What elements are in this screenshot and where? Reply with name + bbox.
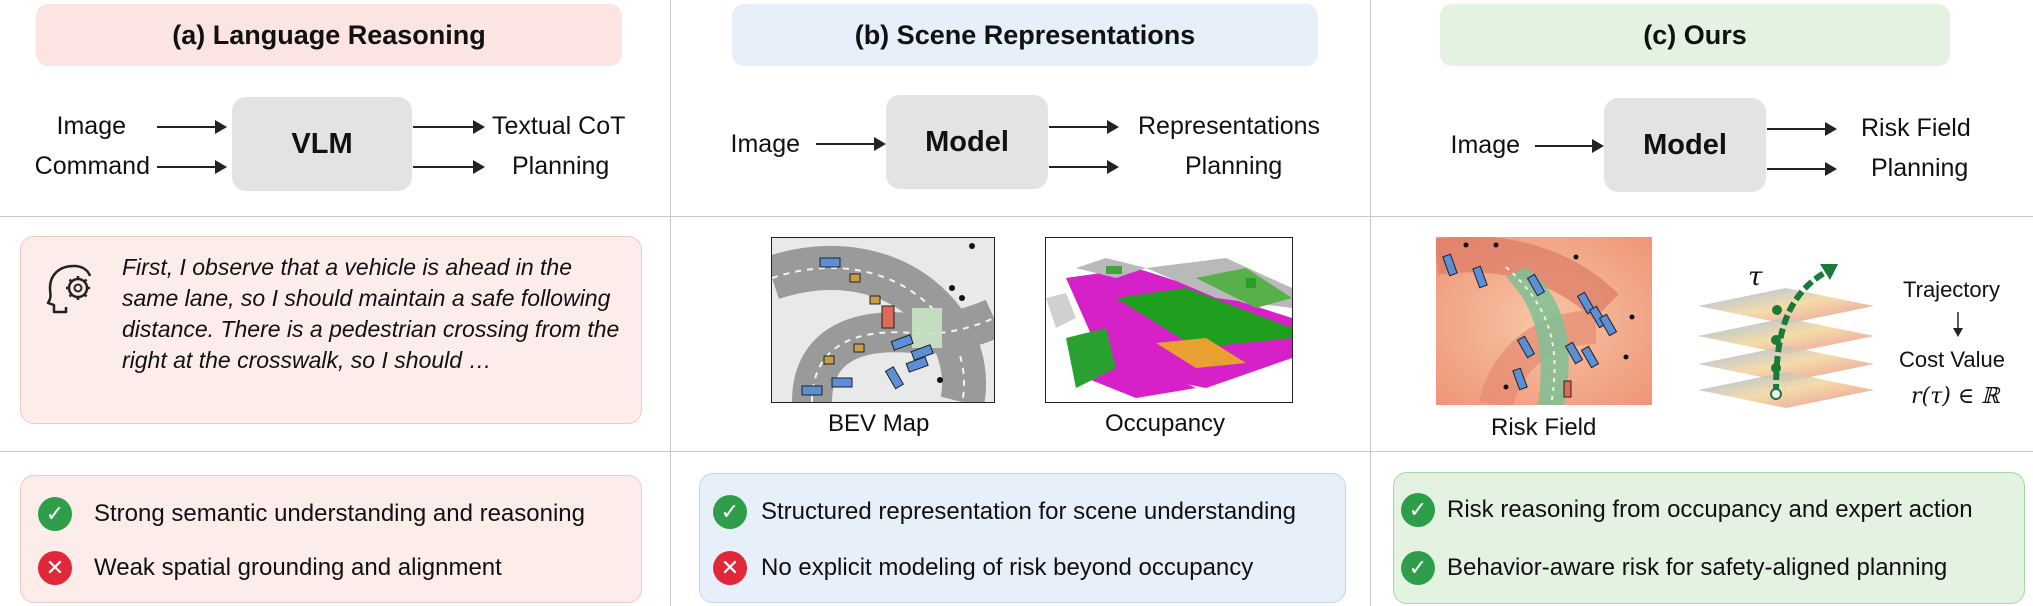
panel-a-con-1-text: Weak spatial grounding and alignment [94,554,502,581]
panel-a-input-command: Command [34,152,150,180]
panel-c-caption-risk-field: Risk Field [1491,414,1597,441]
panel-a-arrow-in-1 [157,120,227,134]
panel-b-title: (b) Scene Representations [732,4,1318,66]
panel-c-trajectory-label: Trajectory [1903,277,2000,302]
panel-c-output-risk-field: Risk Field [1861,114,1971,142]
cross-icon: ✕ [713,551,747,585]
panel-c-pro-1-text: Risk reasoning from occupancy and expert… [1447,496,1973,523]
panel-c-cost-label: Cost Value [1899,347,2005,372]
check-icon: ✓ [713,495,747,529]
panel-a-output-planning: Planning [512,152,610,180]
head-gear-icon [44,262,96,316]
panel-b-con-1-text: No explicit modeling of risk beyond occu… [761,554,1254,581]
panel-c-pro-2-text: Behavior-aware risk for safety-aligned p… [1447,554,1948,581]
panel-a-arrow-out-1 [413,120,485,134]
panel-c-arrow-out-1 [1767,122,1837,136]
panel-b-arrow-out-1 [1049,120,1119,134]
panel-c-title: (c) Ours [1440,4,1950,66]
check-icon: ✓ [1401,551,1435,585]
divider-ab [670,0,671,606]
panel-a-output-cot: Textual CoT [492,112,626,140]
panel-a-input-image: Image [56,112,126,140]
panel-a-cot-text: First, I observe that a vehicle is ahead… [122,254,620,373]
panel-c-arrow-in [1535,139,1604,153]
panel-c-formula: r(τ) ∈ ℝ [1911,384,2000,409]
panel-a-arrow-in-2 [157,160,227,174]
panel-c-model-box: Model [1604,98,1766,192]
down-arrow-icon [1952,312,1964,338]
check-icon: ✓ [38,497,72,531]
panel-a-pro-1: ✓ Strong semantic understanding and reas… [38,497,585,531]
panel-b-arrow-in [816,137,886,151]
panel-c-tau: τ [1748,262,1763,292]
panel-a-model-box: VLM [232,97,412,191]
check-icon: ✓ [1401,493,1435,527]
panel-b-model-box: Model [886,95,1048,189]
panel-c-pro-2: ✓ Behavior-aware risk for safety-aligned… [1401,551,1947,585]
panel-c-output-planning: Planning [1871,154,1969,182]
panel-a-pro-1-text: Strong semantic understanding and reason… [94,500,585,527]
panel-a-cot-card [20,236,642,424]
panel-c-summary-card [1393,472,2025,604]
panel-b-con-1: ✕ No explicit modeling of risk beyond oc… [713,551,1253,585]
risk-field-image [1436,237,1652,405]
divider-row2 [0,451,2033,452]
divider-bc [1370,0,1371,606]
panel-c-pro-1: ✓ Risk reasoning from occupancy and expe… [1401,493,1973,527]
panel-b-arrow-out-2 [1049,160,1119,174]
panel-b-output-planning: Planning [1185,152,1283,180]
panel-a-summary-card [20,475,642,603]
panel-b-pro-1: ✓ Structured representation for scene un… [713,495,1296,529]
panel-b-output-representations: Representations [1138,112,1321,140]
divider-row1 [0,216,2033,217]
panel-c-arrow-out-2 [1767,162,1837,176]
panel-b-pro-1-text: Structured representation for scene unde… [761,498,1296,525]
cross-icon: ✕ [38,551,72,585]
occupancy-image [1045,237,1293,403]
panel-b-input-image: Image [730,130,800,158]
panel-a-title: (a) Language Reasoning [36,4,622,66]
panel-b-caption-occupancy: Occupancy [1105,410,1226,437]
bev-map-image [771,237,995,403]
panel-a-arrow-out-2 [413,160,485,174]
panel-a-con-1: ✕ Weak spatial grounding and alignment [38,551,502,585]
panel-b-summary-card [699,473,1346,603]
panel-b-caption-bev: BEV Map [828,410,930,437]
panel-c-input-image: Image [1450,131,1520,159]
cost-layers-image [1696,258,1876,408]
